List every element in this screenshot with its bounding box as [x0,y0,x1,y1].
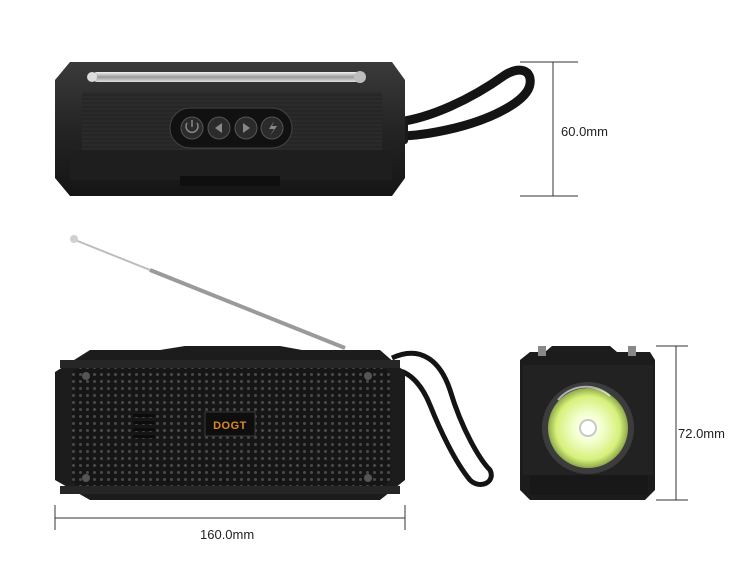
dimension-height-side [656,345,688,501]
side-view [520,345,688,501]
dimension-label-length-front: 160.0mm [200,527,255,542]
front-view: DOGT [54,235,494,530]
screw-top-left [82,372,90,380]
dimension-length-front [54,505,406,530]
screw-bottom-right [364,474,372,482]
antenna-top-view [92,72,364,82]
screw-bottom-left [82,474,90,482]
flashlight-led [579,419,597,437]
dimension-label-height-side: 72.0mm [678,426,725,441]
brand-logo: DOGT [213,420,247,432]
wrist-strap [393,65,535,141]
power-button [180,116,204,140]
front-strap [390,350,494,487]
dimension-height-top [520,61,578,197]
button-panel [169,107,293,149]
dimension-label-height-top: 60.0mm [561,124,608,139]
screw-top-right [364,372,372,380]
brand-badge [204,411,256,437]
top-view [55,61,578,197]
